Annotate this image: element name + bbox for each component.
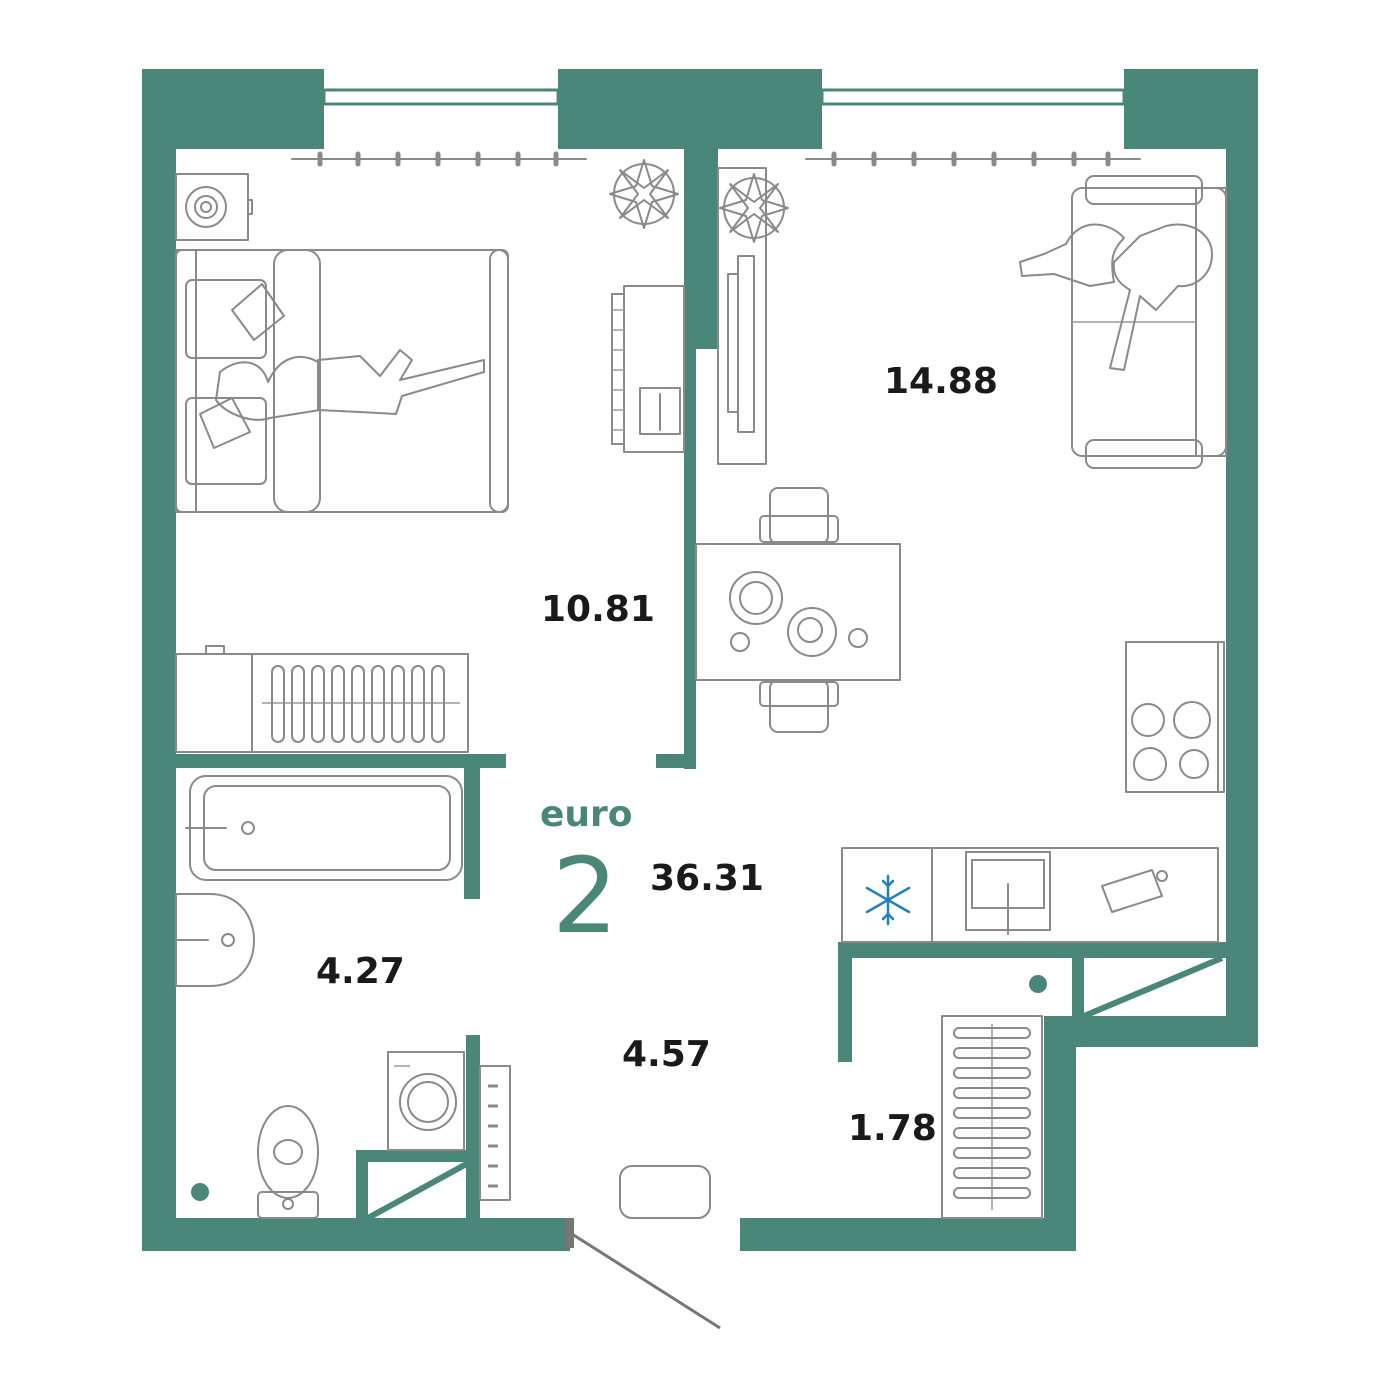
walls	[142, 69, 1258, 1251]
kitchen-counter-icon	[841, 847, 1219, 943]
room-area-hallway: 4.57	[622, 1034, 711, 1075]
curtain-rod-icon	[291, 151, 1141, 167]
tv-icon	[717, 167, 767, 465]
plant-icon	[719, 173, 789, 243]
room-area-wardrobe: 1.78	[848, 1108, 937, 1149]
rooms-count: 2	[552, 835, 618, 957]
sofa-icon	[1019, 175, 1227, 469]
radiator-icon	[941, 1015, 1043, 1219]
washing-machine-icon	[387, 1051, 465, 1151]
room-area-living-kitchen: 14.88	[884, 361, 998, 402]
shelf-icon	[479, 1065, 511, 1201]
stove-icon	[1125, 641, 1225, 793]
sink-icon	[965, 851, 1051, 935]
room-area-bedroom: 10.81	[541, 589, 655, 630]
nightstand-icon	[175, 173, 253, 241]
cutting-board-icon	[1101, 869, 1168, 913]
bathtub-icon	[185, 775, 463, 881]
desk-icon	[611, 285, 685, 453]
dining-table-icon	[695, 487, 901, 733]
room-area-bathroom: 4.27	[316, 951, 405, 992]
bed-icon	[175, 249, 509, 513]
fridge-snowflake-icon	[865, 874, 911, 926]
total-area: 36.31	[650, 858, 764, 899]
toilet-icon	[257, 1105, 319, 1219]
apartment-type-label: euro	[540, 794, 633, 835]
washbasin-icon	[175, 893, 255, 987]
pouf-icon	[619, 1165, 711, 1219]
plant-icon	[609, 159, 679, 229]
entrance-door-icon	[566, 1218, 721, 1330]
wardrobe-icon	[175, 645, 469, 753]
